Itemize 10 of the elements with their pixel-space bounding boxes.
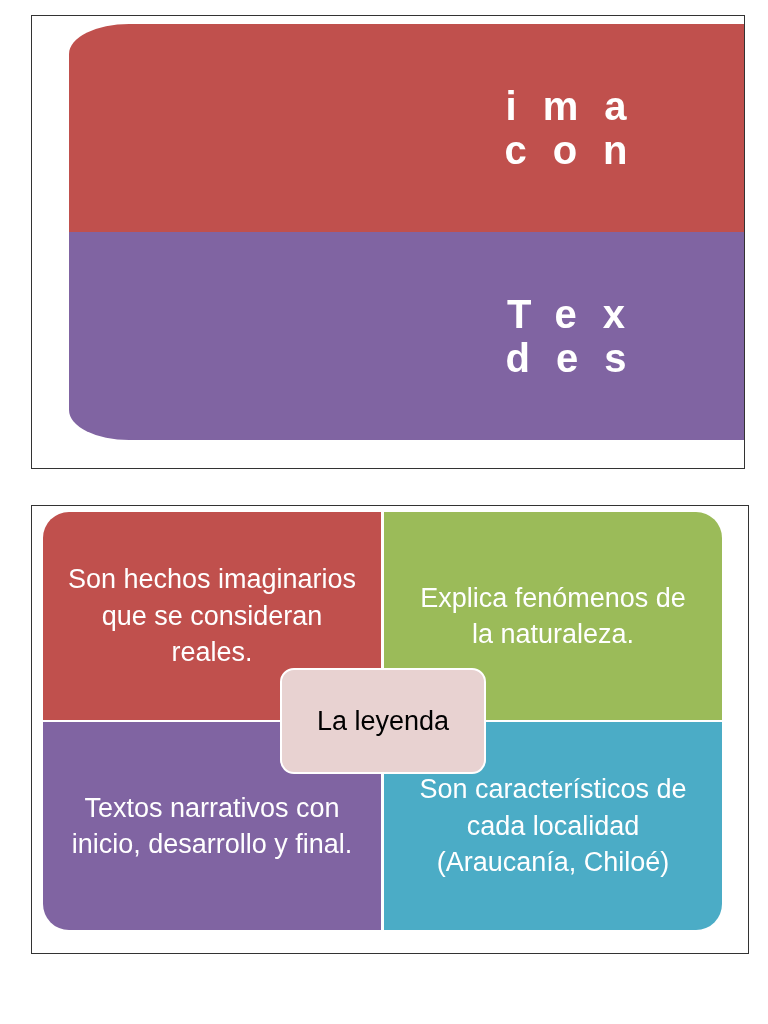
node-text: Tex des xyxy=(504,292,654,380)
center-label: La leyenda xyxy=(315,704,451,738)
node-text: Explica fenómenos de la naturaleza. xyxy=(419,581,687,651)
node-text: Textos narrativos con inicio, desarrollo y final. xyxy=(70,791,354,861)
node-text: ima con xyxy=(503,84,655,172)
node-text: Son característicos de cada localidad (Araucanía, Chiloé) xyxy=(418,773,688,880)
band xyxy=(69,24,744,232)
band xyxy=(69,232,744,440)
center-box xyxy=(280,668,486,774)
node-text: Son hechos imaginarios que se consideran reales. xyxy=(66,563,358,670)
